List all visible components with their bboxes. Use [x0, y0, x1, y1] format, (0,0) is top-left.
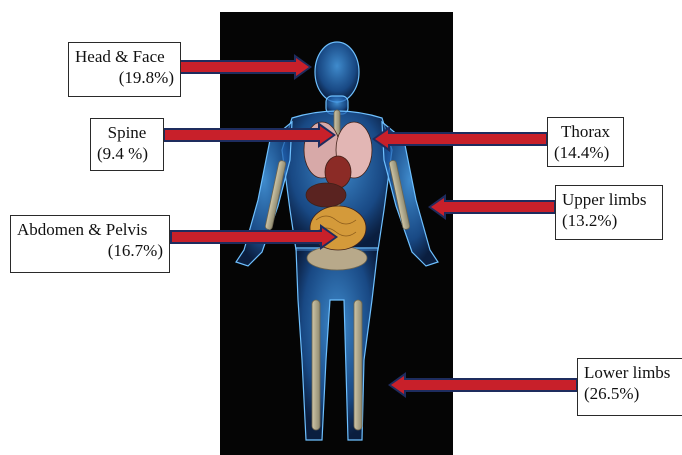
- lower-limbs-percent: (26.5%): [584, 383, 676, 404]
- spine-name: Spine: [97, 122, 157, 143]
- lower-limbs-name: Lower limbs: [584, 362, 676, 383]
- upper-limbs-name: Upper limbs: [562, 189, 656, 210]
- spine-label: Spine (9.4 %): [90, 118, 164, 171]
- head-face-label: Head & Face (19.8%): [68, 42, 181, 97]
- abdomen-pelvis-percent: (16.7%): [17, 240, 163, 261]
- head-face-percent: (19.8%): [75, 67, 174, 88]
- upper-limbs-arrow: [428, 194, 556, 220]
- abdomen-pelvis-name: Abdomen & Pelvis: [17, 219, 163, 240]
- thorax-label: Thorax (14.4%): [547, 117, 624, 167]
- spine-percent: (9.4 %): [97, 143, 157, 164]
- upper-limbs-label: Upper limbs (13.2%): [555, 185, 663, 240]
- abdomen-pelvis-label: Abdomen & Pelvis (16.7%): [10, 215, 170, 273]
- lower-limbs-arrow: [388, 372, 578, 398]
- head-face-name: Head & Face: [75, 46, 174, 67]
- thorax-percent: (14.4%): [554, 142, 617, 163]
- lower-limbs-label: Lower limbs (26.5%): [577, 358, 682, 416]
- head-arrow: [179, 54, 312, 80]
- thorax-name: Thorax: [554, 121, 617, 142]
- upper-limbs-percent: (13.2%): [562, 210, 656, 231]
